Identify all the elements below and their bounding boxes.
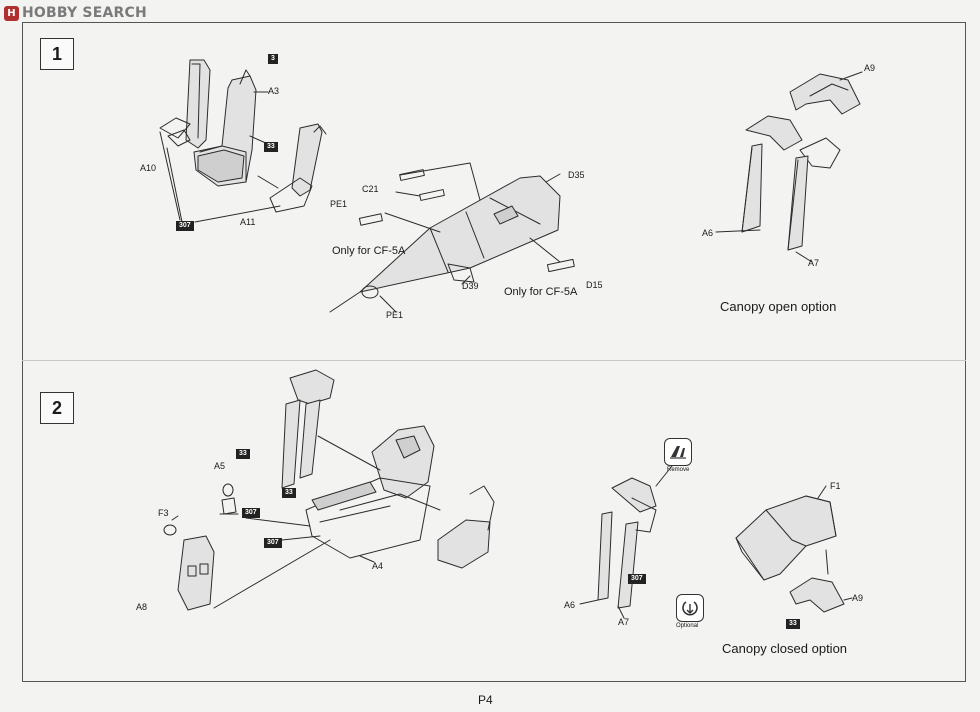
canopy-closed-caption: Canopy closed option	[722, 641, 848, 656]
part-label-a9: A9	[852, 593, 864, 603]
remove-badge-label: Remove	[667, 467, 690, 473]
nose-cone-drawing	[329, 162, 575, 313]
paint-tag: 307	[264, 538, 282, 548]
paint-tag: 307	[628, 574, 646, 584]
part-label-a9: A9	[864, 63, 876, 73]
part-label-pe1: D15	[586, 280, 603, 290]
part-label-a6: A6	[702, 228, 714, 238]
paint-tag: 3	[268, 54, 278, 64]
part-label-d35: D35	[568, 170, 585, 180]
remove-icon	[670, 446, 686, 459]
seat-assembly-drawing	[159, 59, 327, 223]
optional-icon	[682, 601, 698, 616]
part-label-f1: F1	[830, 481, 841, 491]
part-label-a3: A3	[268, 86, 280, 96]
paint-tag: 307	[242, 508, 260, 518]
step-divider	[22, 360, 966, 361]
watermark-text: HOBBY SEARCH	[22, 5, 147, 21]
part-label-f3: F3	[158, 508, 169, 518]
part-label-d39: D39	[462, 281, 479, 291]
canopy-closed-drawing	[735, 485, 853, 613]
canopy-open-caption: Canopy open option	[720, 299, 837, 314]
paint-tag: 307	[176, 221, 194, 231]
part-label-a7: A7	[618, 617, 630, 627]
step-2-number: 2	[40, 392, 74, 424]
part-label-a4: A4	[372, 561, 384, 571]
paint-tag: 33	[264, 142, 278, 152]
part-label-a6: A6	[564, 600, 576, 610]
canopy-open-drawing	[715, 71, 863, 263]
watermark-badge-icon: H	[4, 5, 19, 21]
paint-tag: 33	[282, 488, 296, 498]
canopy-frame-drawing	[579, 465, 673, 619]
only-for-cf5a-note: Only for CF-5A	[332, 245, 406, 257]
optional-badge	[676, 594, 704, 622]
part-label-a10: A10	[140, 163, 157, 173]
part-label-a7: A7	[808, 258, 820, 268]
step-1-number: 1	[40, 38, 74, 70]
only-for-cf5a-note: Only for CF-5A	[504, 286, 578, 298]
page-number: P4	[478, 693, 493, 707]
watermark-logo: H HOBBY SEARCH	[4, 3, 147, 23]
part-label-a5: A5	[214, 461, 226, 471]
cockpit-tub-drawing	[163, 369, 495, 611]
instruction-sheet-frame	[22, 22, 966, 682]
part-label-a8: A8	[136, 602, 148, 612]
part-label-a11: A11	[240, 217, 256, 227]
paint-tag: 33	[236, 449, 250, 459]
part-label-c21: C21	[362, 184, 379, 194]
remove-badge	[664, 438, 692, 466]
part-label-pe1: PE1	[330, 199, 348, 209]
part-label-d15: PE1	[386, 310, 404, 320]
paint-tag: 33	[786, 619, 800, 629]
optional-badge-label: Optional	[676, 623, 699, 629]
